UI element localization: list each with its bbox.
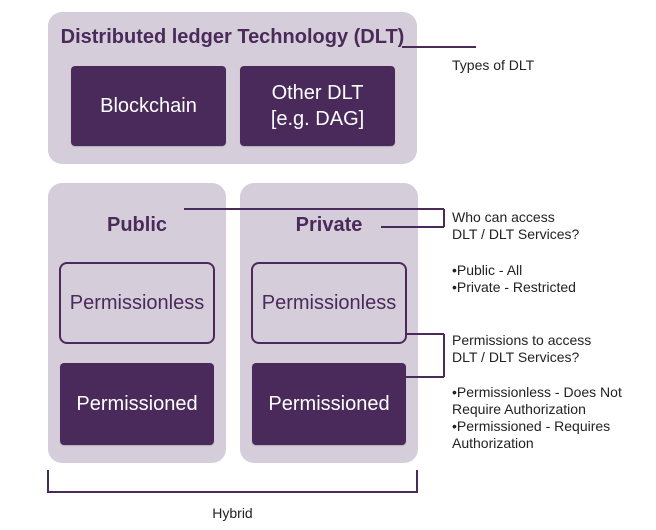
hybrid-label: Hybrid	[212, 505, 253, 521]
dlt-title: Distributed ledger Technology (DLT)	[60, 26, 405, 48]
permission-answers: •Permissionless - Does Not Require Autho…	[452, 384, 622, 451]
hybrid-bracket	[47, 470, 418, 493]
types-of-dlt-label: Types of DLT	[452, 57, 535, 73]
public-permissioned-box: Permissioned	[60, 363, 214, 445]
private-permissioned-box: Permissioned	[252, 363, 406, 445]
blockchain-box: Blockchain	[71, 66, 226, 146]
access-question: Who can access DLT / DLT Services?	[452, 209, 580, 242]
public-permissionless-box: Permissionless	[59, 262, 215, 344]
other-dlt-box: Other DLT [e.g. DAG]	[240, 66, 395, 146]
public-title: Public	[106, 214, 167, 236]
private-permissionless-box: Permissionless	[251, 262, 407, 344]
access-answers: •Public - All •Private - Restricted	[452, 262, 576, 295]
private-title: Private	[295, 214, 363, 236]
permission-question: Permissions to access DLT / DLT Services…	[452, 332, 592, 365]
